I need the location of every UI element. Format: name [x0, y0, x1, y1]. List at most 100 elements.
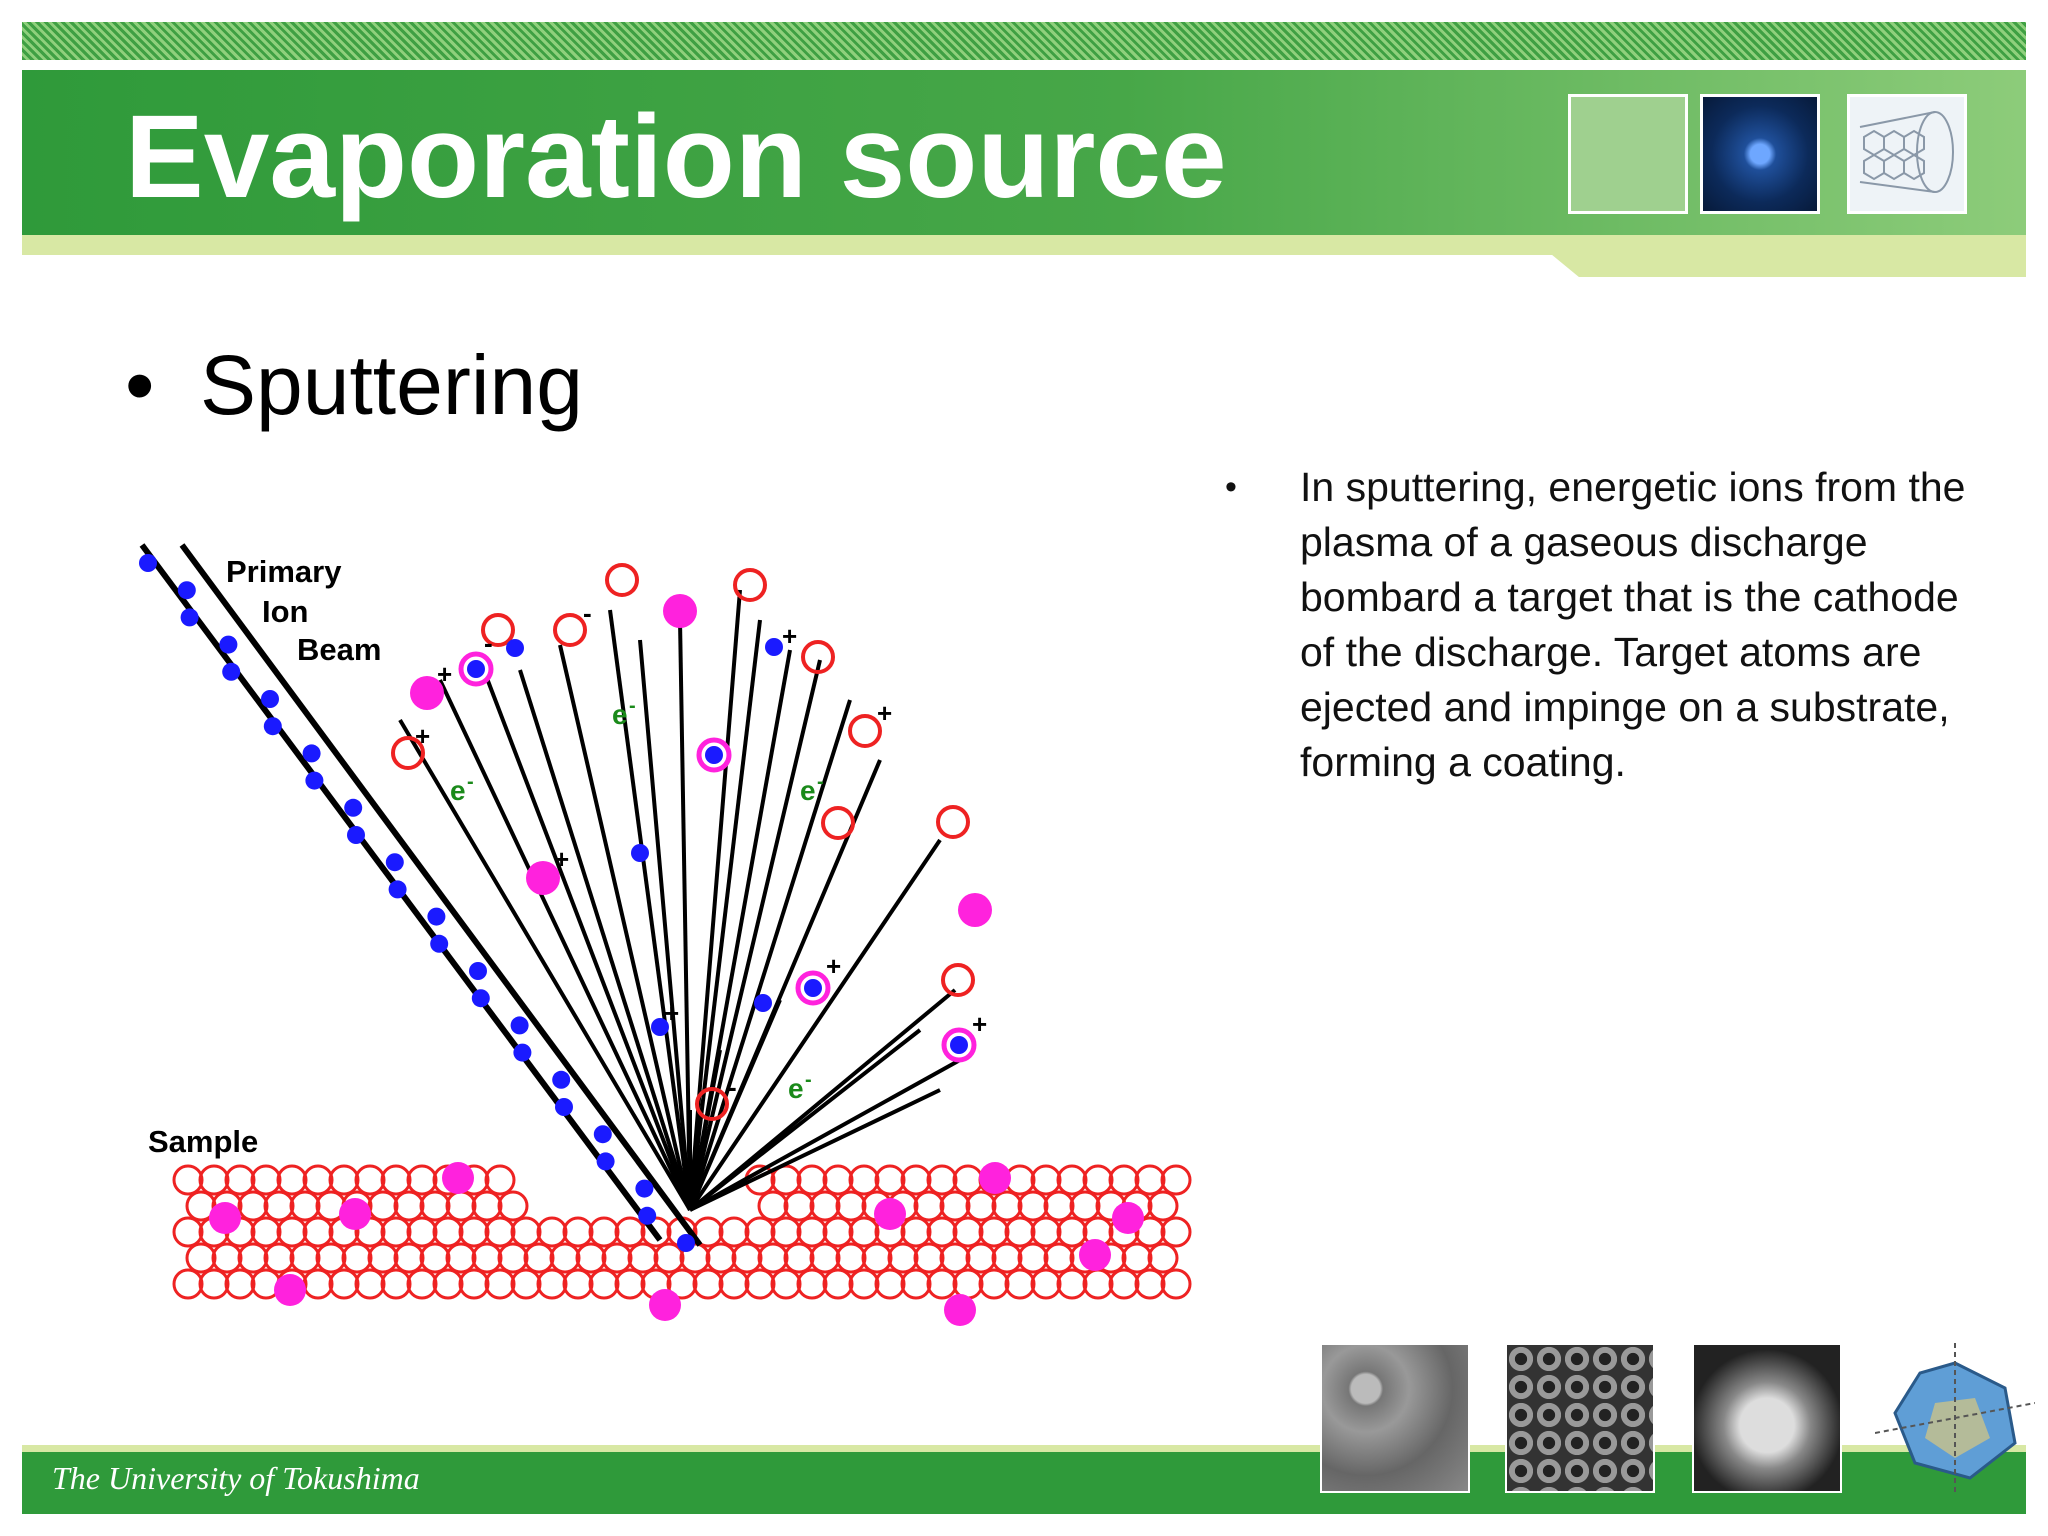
- beam-ion: [469, 962, 487, 980]
- sample-atom: [315, 1242, 347, 1274]
- sample-atom: [952, 1164, 984, 1196]
- sample-atom: [588, 1216, 620, 1248]
- sample-atom: [536, 1268, 568, 1300]
- sample-atom: [380, 1268, 412, 1300]
- beam-ion: [427, 907, 446, 926]
- polyhedron-icon: [1874, 1343, 2036, 1493]
- sample-atom: [393, 1242, 425, 1274]
- plus-sign: +: [554, 844, 569, 874]
- sample-atom: [926, 1164, 958, 1196]
- sample-atom: [679, 1242, 711, 1274]
- sample-atom: [861, 1242, 893, 1274]
- electron-label: e: [450, 775, 466, 806]
- sample-atom: [354, 1268, 386, 1300]
- beam-ion: [344, 798, 363, 817]
- ion-atom-core: [804, 979, 822, 997]
- sample-atom: [770, 1268, 802, 1300]
- sample-atom: [458, 1216, 490, 1248]
- electron-charge: -: [805, 1069, 812, 1091]
- sample-atom: [1134, 1216, 1166, 1248]
- sample-atom: [796, 1164, 828, 1196]
- free-ion: [651, 1018, 669, 1036]
- sample-atom: [263, 1190, 295, 1222]
- sample-atom: [211, 1242, 243, 1274]
- ejected-impurity: [410, 676, 444, 710]
- ejected-atom: [941, 963, 975, 997]
- beam-ion: [347, 826, 365, 844]
- ejection-ray: [688, 699, 852, 1211]
- sample-atom: [250, 1216, 282, 1248]
- sample-atom: [263, 1242, 295, 1274]
- description-text: In sputtering, energetic ions from the p…: [1300, 464, 1966, 785]
- sample-atom: [562, 1216, 594, 1248]
- ejection-ray: [688, 1049, 722, 1211]
- sample-atom: [965, 1242, 997, 1274]
- sample-atom: [185, 1242, 217, 1274]
- sample-atom: [718, 1268, 750, 1300]
- sample-atom: [406, 1268, 438, 1300]
- ejection-ray: [438, 679, 692, 1211]
- sample-atom: [419, 1242, 451, 1274]
- header-thumbnail-plain: [1568, 94, 1688, 214]
- ejection-ray: [608, 609, 692, 1211]
- sample-atom: [666, 1268, 698, 1300]
- beam-ion: [305, 771, 324, 790]
- label-beam: Beam: [297, 632, 381, 667]
- sample-atom: [835, 1190, 867, 1222]
- sample-atom: [341, 1242, 373, 1274]
- beam-ion: [302, 744, 321, 763]
- sample-atom: [237, 1242, 269, 1274]
- ejected-atom: [821, 806, 855, 840]
- ejected-impurity: [526, 861, 560, 895]
- free-ion: [765, 638, 783, 656]
- sample-atom: [692, 1268, 724, 1300]
- electron-label: e: [612, 699, 628, 730]
- sample-atom: [224, 1268, 256, 1300]
- ejection-ray: [688, 999, 782, 1211]
- bullet-sputtering: •Sputtering: [125, 335, 583, 435]
- sample-atom: [445, 1242, 477, 1274]
- beam-ion: [139, 554, 157, 572]
- sample-atom: [965, 1190, 997, 1222]
- sample-atom: [367, 1190, 399, 1222]
- sample-atom: [1147, 1190, 1179, 1222]
- sample-atom: [991, 1190, 1023, 1222]
- impurity-atom: [1079, 1239, 1111, 1271]
- ejection-ray: [688, 838, 942, 1212]
- sample-atom: [1017, 1190, 1049, 1222]
- sample-atom: [1056, 1268, 1088, 1300]
- ion-atom-core: [705, 746, 723, 764]
- sample-atom: [419, 1190, 451, 1222]
- footer-institution: The University of Tokushima: [52, 1460, 420, 1496]
- sample-atom: [744, 1216, 776, 1248]
- sample-atom: [224, 1164, 256, 1196]
- bullet-glyph: •: [125, 338, 155, 432]
- minus-sign: -: [583, 598, 592, 628]
- sample-atom: [900, 1164, 932, 1196]
- electron-charge: -: [467, 771, 474, 793]
- impurity-atom: [209, 1202, 241, 1234]
- nanotube-icon: [1859, 111, 1954, 193]
- sample-atom: [1108, 1164, 1140, 1196]
- sample-atom: [1030, 1216, 1062, 1248]
- ejection-ray: [688, 1028, 922, 1212]
- sample-atom: [614, 1216, 646, 1248]
- nanoparticle-image-2: [1505, 1343, 1655, 1493]
- ejected-impurity: [663, 594, 697, 628]
- sample-atom: [575, 1242, 607, 1274]
- ejected-atom: [733, 568, 767, 602]
- sample-atom: [1017, 1242, 1049, 1274]
- sample-atom: [237, 1190, 269, 1222]
- ejection-ray: [558, 644, 692, 1211]
- sample-atom: [588, 1268, 620, 1300]
- plus-sign: +: [826, 951, 841, 981]
- ejected-atom: [553, 613, 587, 647]
- sample-atom: [393, 1190, 425, 1222]
- sample-atom: [250, 1164, 282, 1196]
- sample-atom: [614, 1268, 646, 1300]
- sample-atom: [1043, 1190, 1075, 1222]
- sample-atom: [822, 1268, 854, 1300]
- sample-atom: [1043, 1242, 1075, 1274]
- sample-atom: [198, 1164, 230, 1196]
- beam-ion: [388, 880, 407, 899]
